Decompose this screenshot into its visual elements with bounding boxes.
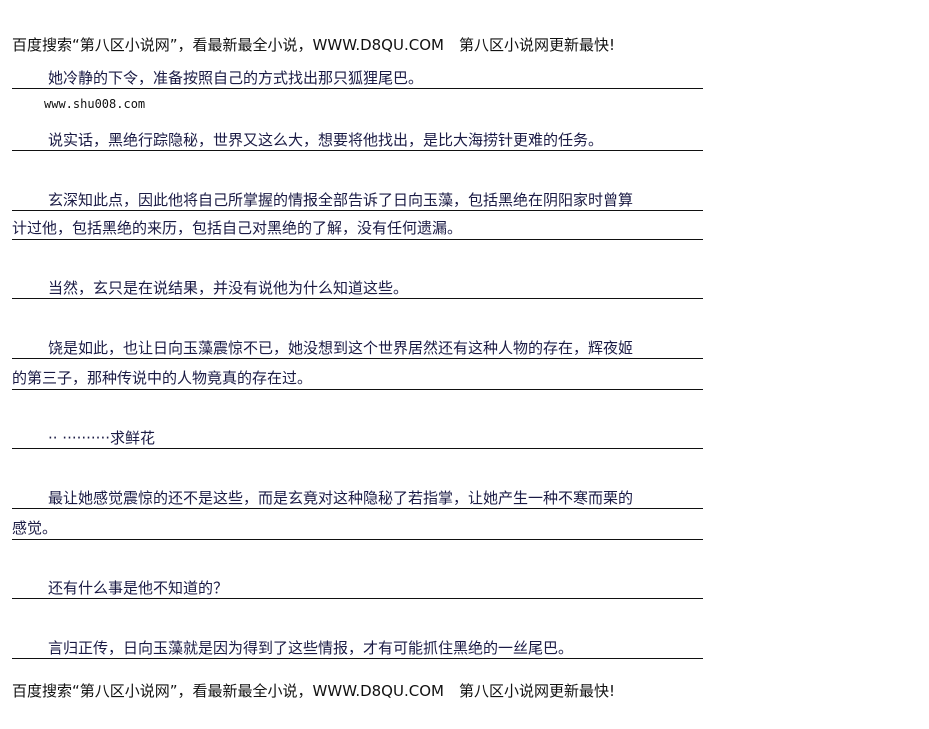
text-line: 说实话，黑绝行踪隐秘，世界又这么大，想要将他找出，是比大海捞针更难的任务。 [12, 129, 703, 151]
text-line: 还有什么事是他不知道的？ [12, 577, 703, 599]
text-line: 饶是如此，也让日向玉藻震惊不已，她没想到这个世界居然还有这种人物的存在，辉夜姬 [12, 337, 703, 359]
watermark-url: www.shu008.com [44, 97, 146, 111]
text-line: 她冷静的下令，准备按照自己的方式找出那只狐狸尾巴。 [12, 67, 703, 89]
text-line: 感觉。 [12, 517, 703, 540]
text-line: 言归正传，日向玉藻就是因为得到了这些情报，才有可能抓住黑绝的一丝尾巴。 [12, 637, 703, 659]
banner-top: 百度搜索“第八区小说网”，看最新最全小说，WWW.D8QU.COM 第八区小说网… [12, 36, 615, 54]
text-line: 计过他，包括黑绝的来历，包括自己对黑绝的了解，没有任何遗漏。 [12, 217, 703, 240]
text-line: ·· ··········求鲜花 [12, 427, 703, 449]
banner-bottom: 百度搜索“第八区小说网”，看最新最全小说，WWW.D8QU.COM 第八区小说网… [12, 682, 615, 700]
text-line: 最让她感觉震惊的还不是这些，而是玄竟对这种隐秘了若指掌，让她产生一种不寒而栗的 [12, 487, 703, 509]
text-line: 玄深知此点，因此他将自己所掌握的情报全部告诉了日向玉藻，包括黑绝在阴阳家时曾算 [12, 189, 703, 211]
text-line: 的第三子，那种传说中的人物竟真的存在过。 [12, 367, 703, 390]
text-line: 当然，玄只是在说结果，并没有说他为什么知道这些。 [12, 277, 703, 299]
